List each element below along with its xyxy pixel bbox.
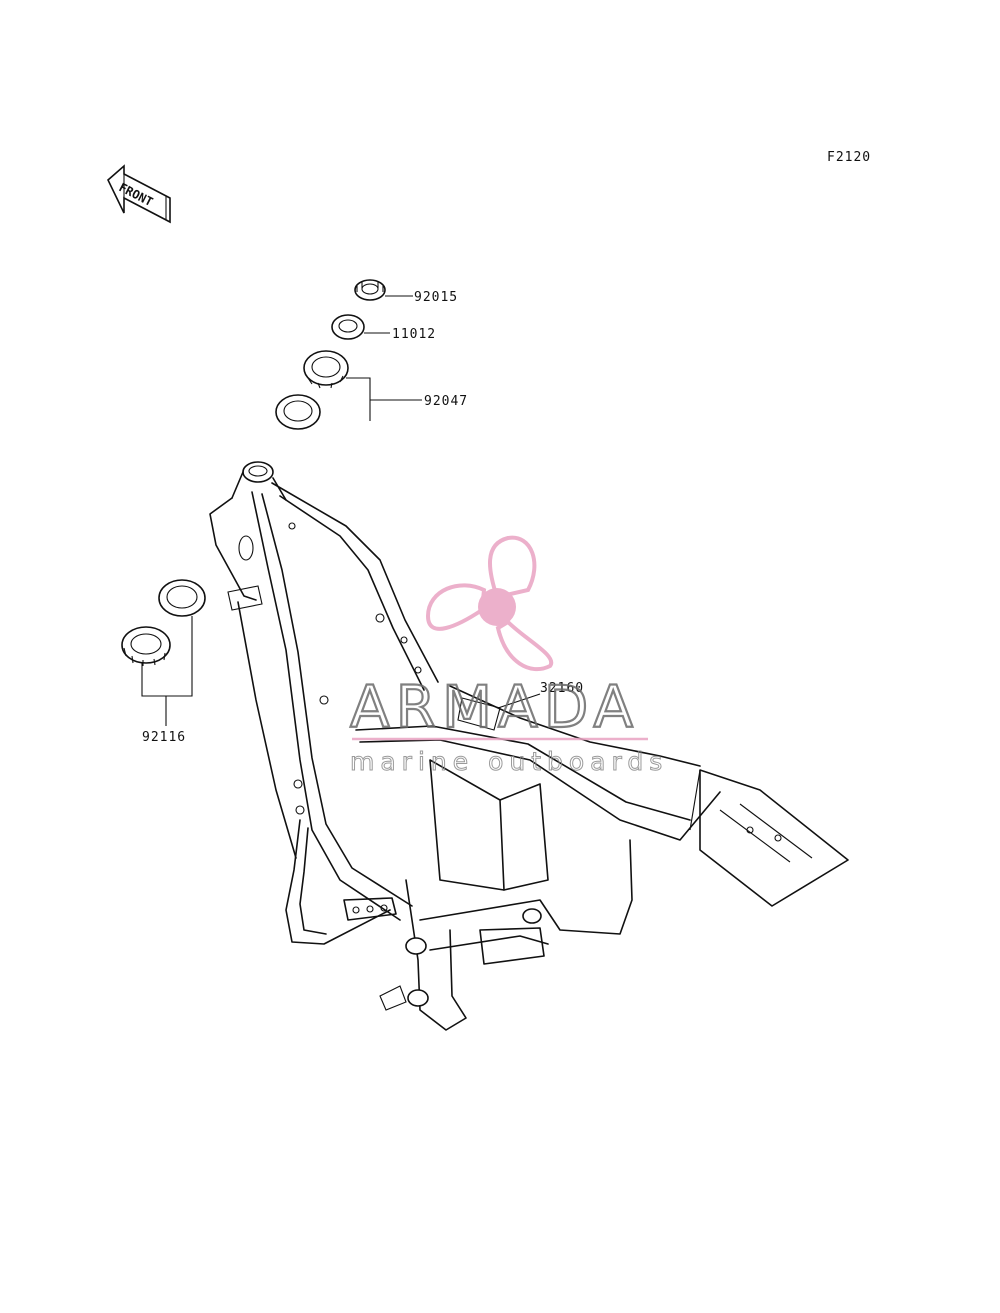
lower-bearing-race	[158, 579, 206, 617]
leader-32160	[497, 693, 541, 709]
leader-92116	[141, 616, 193, 726]
part-label-92116: 92116	[142, 730, 186, 745]
steering-cap	[331, 314, 390, 340]
lower-steering-bearing	[121, 626, 171, 666]
watermark-tagline: marine outboards	[350, 747, 668, 776]
upper-steering-bearing	[303, 350, 349, 389]
diagram-code: F2120	[827, 150, 871, 165]
part-label-92015: 92015	[414, 290, 458, 305]
propeller-icon	[425, 535, 554, 672]
part-label-11012: 11012	[392, 327, 436, 342]
propeller-hub	[478, 588, 516, 626]
front-arrow-icon: FRONT	[107, 164, 171, 224]
watermark-brand: ARMADA	[350, 673, 639, 741]
watermark-logo: ARMADA marine outboards	[349, 535, 668, 777]
leader-92047	[346, 377, 422, 421]
motorcycle-frame	[209, 461, 849, 1031]
steering-stem-nut	[354, 279, 413, 301]
upper-bearing-race	[275, 394, 321, 430]
part-label-92047: 92047	[424, 394, 468, 409]
part-label-32160: 32160	[540, 681, 584, 696]
